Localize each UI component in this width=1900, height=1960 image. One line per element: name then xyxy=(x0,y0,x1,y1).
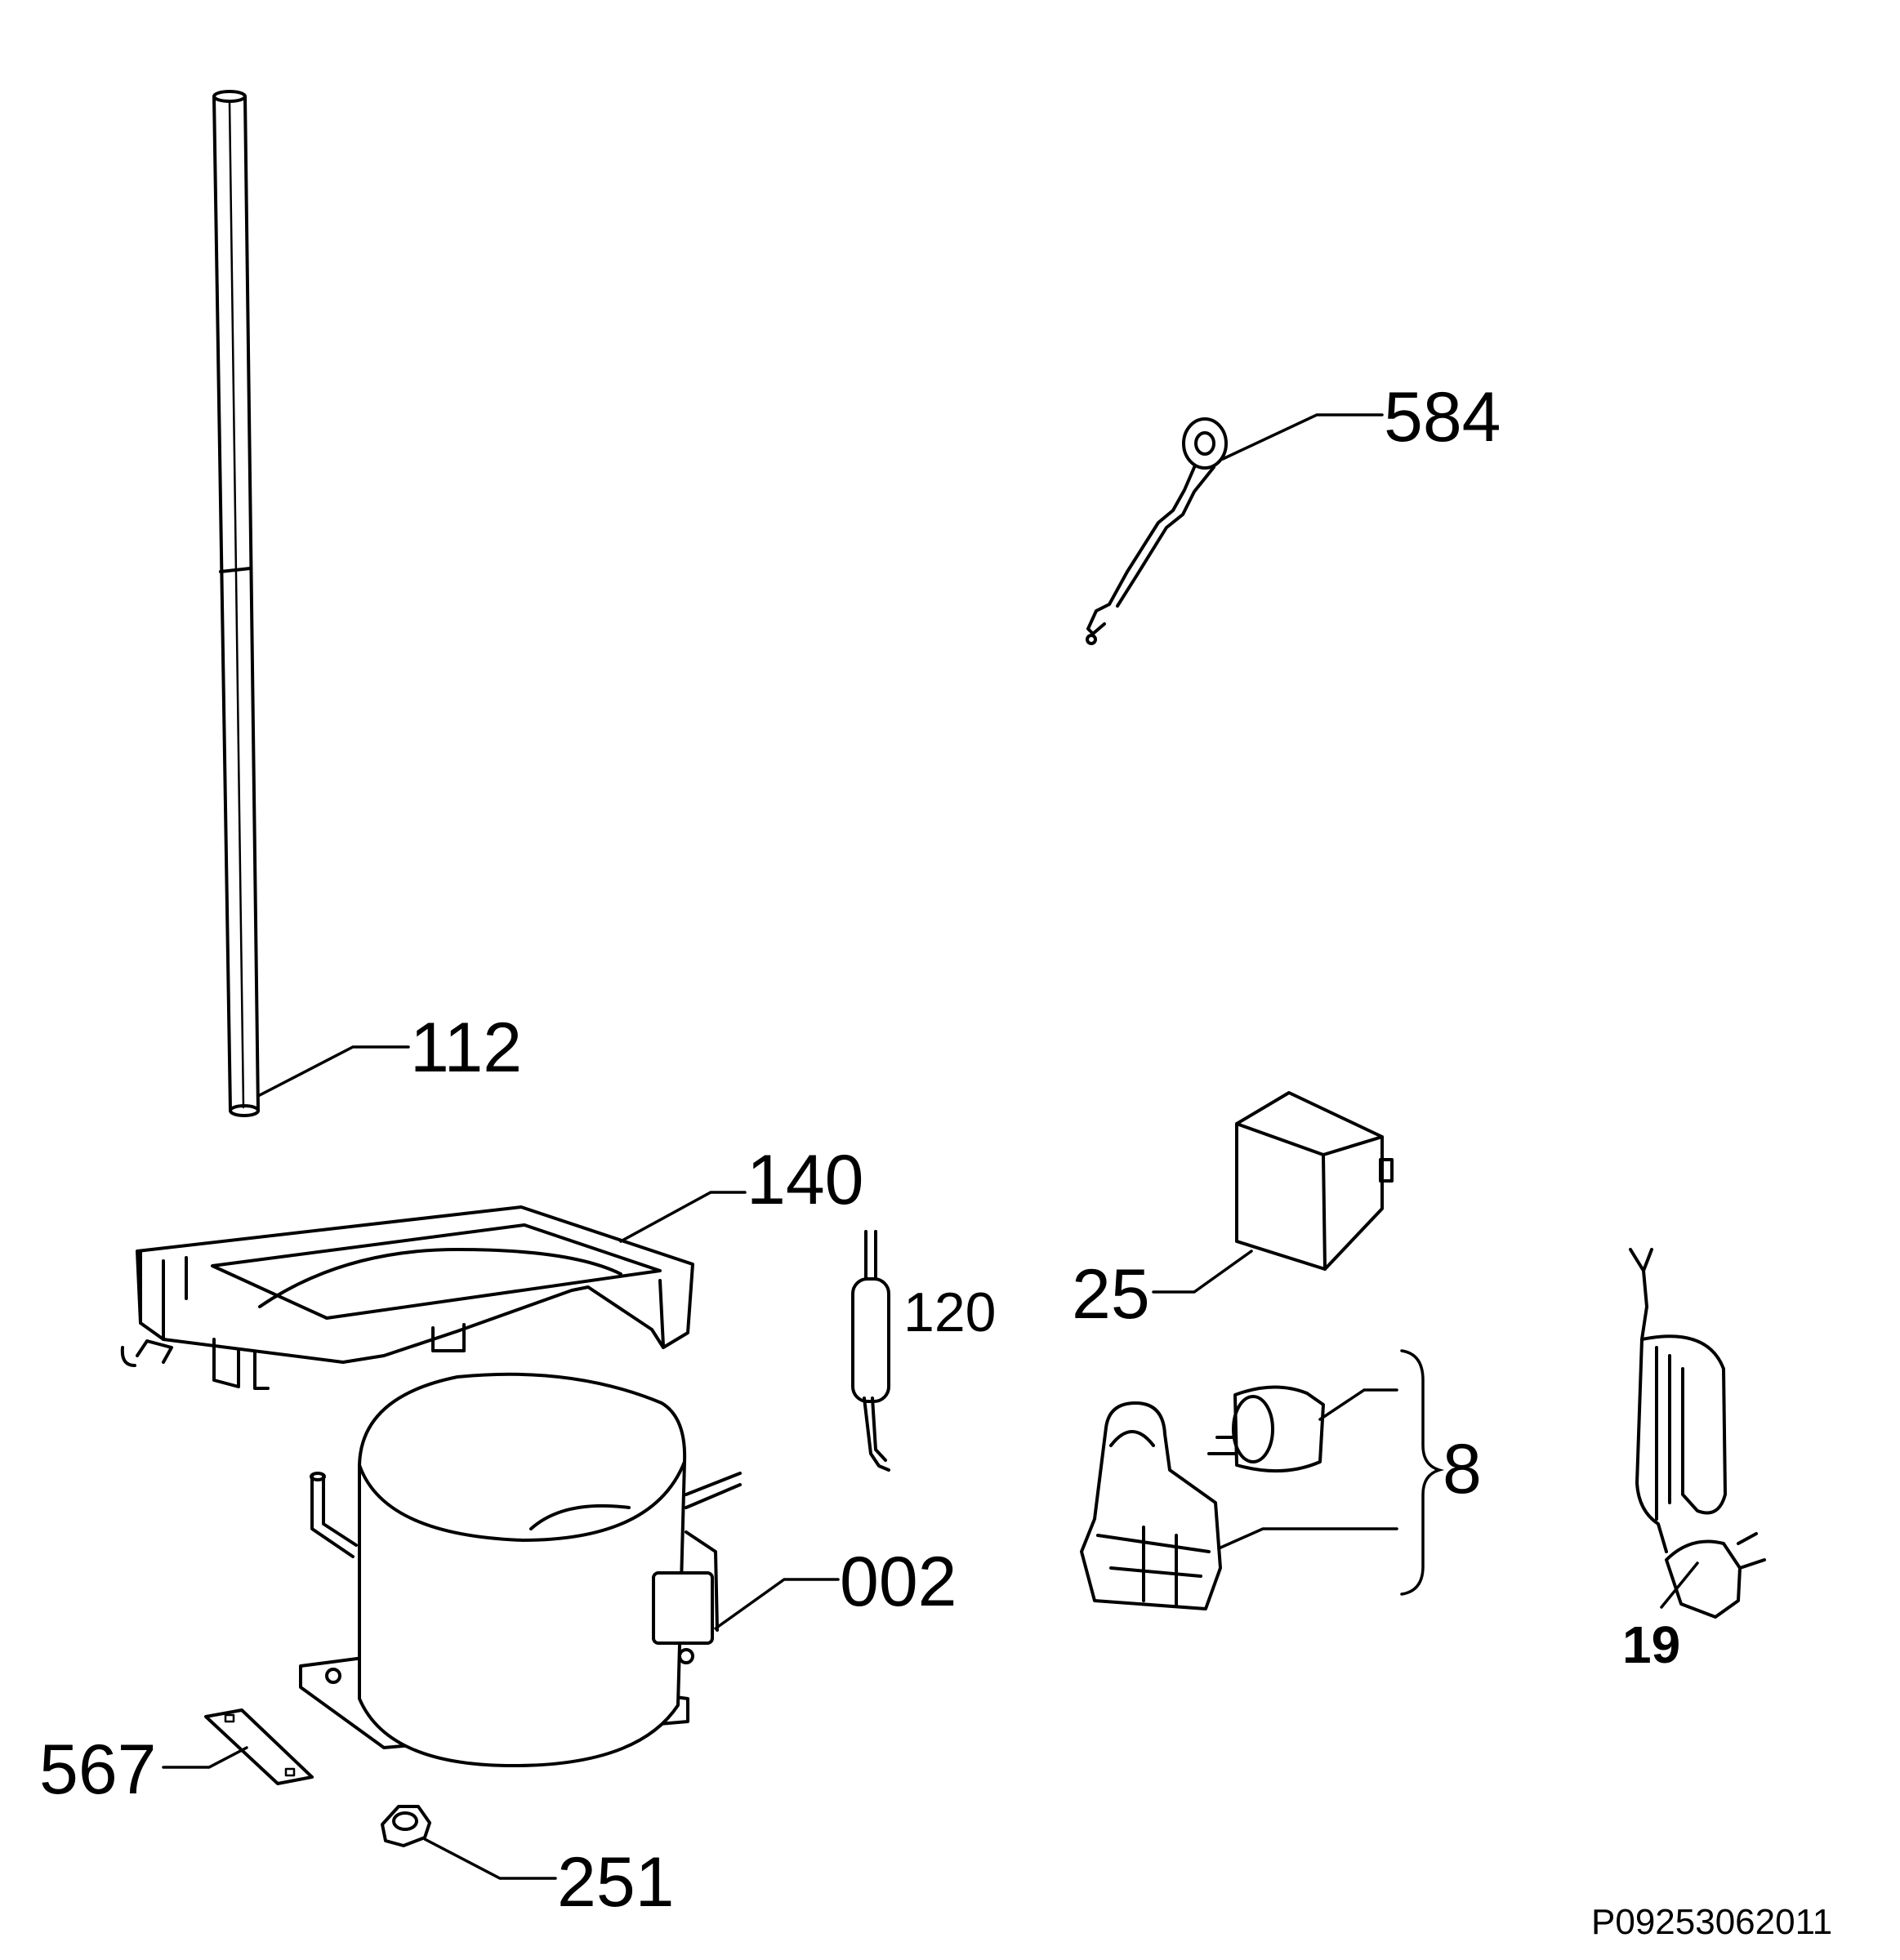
part-label-584: 584 xyxy=(1384,378,1501,457)
part-140-base-tray xyxy=(120,1205,694,1390)
leader-112 xyxy=(256,1045,410,1098)
part-label-25: 25 xyxy=(1072,1255,1150,1334)
part-25-box xyxy=(1235,1091,1394,1271)
leader-8b xyxy=(1217,1527,1398,1550)
leader-567 xyxy=(162,1746,248,1769)
leader-251 xyxy=(423,1838,557,1880)
leader-140 xyxy=(619,1191,747,1243)
leader-584 xyxy=(1221,413,1384,461)
part-8-relay-group xyxy=(1080,1385,1325,1610)
part-label-19: 19 xyxy=(1622,1615,1680,1674)
leader-19 xyxy=(1660,1561,1699,1609)
part-251-grommet xyxy=(381,1805,431,1847)
leader-25 xyxy=(1152,1250,1253,1294)
part-120-drier xyxy=(851,1230,890,1472)
part-label-140: 140 xyxy=(747,1141,864,1219)
leader-002 xyxy=(714,1578,840,1630)
part-label-8: 8 xyxy=(1443,1430,1482,1508)
part-label-251: 251 xyxy=(557,1843,675,1922)
part-label-002: 002 xyxy=(840,1543,957,1621)
part-002-compressor xyxy=(299,1372,742,1768)
part-584-sensor xyxy=(1086,417,1228,645)
part-567-plate xyxy=(204,1708,314,1785)
diagram-reference-code: P09253062011 xyxy=(1591,1902,1832,1942)
part-19-power-cord xyxy=(1629,1248,1766,1619)
bracket-8 xyxy=(1400,1349,1445,1596)
part-label-567: 567 xyxy=(39,1731,157,1809)
leader-8a xyxy=(1318,1388,1398,1421)
part-label-120: 120 xyxy=(903,1281,996,1343)
part-label-112: 112 xyxy=(410,1009,522,1087)
part-112-tube xyxy=(212,90,260,1117)
